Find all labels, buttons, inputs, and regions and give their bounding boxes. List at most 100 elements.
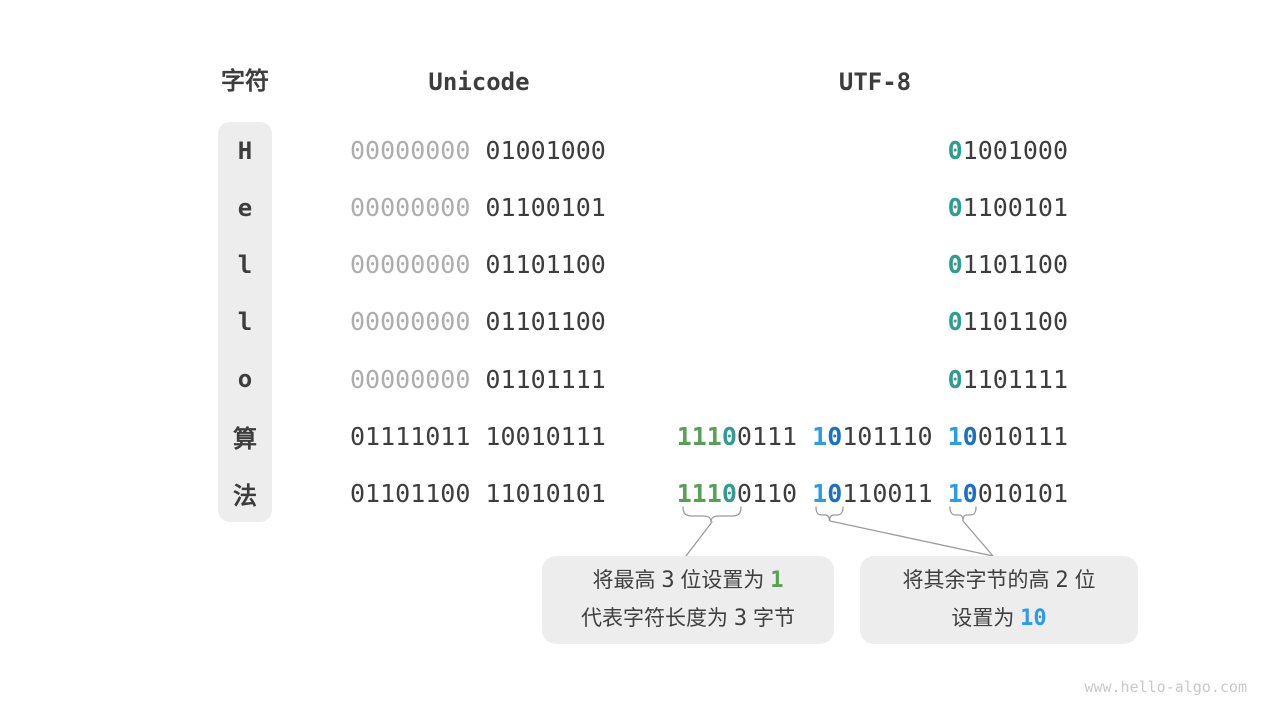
bit-segment: 0 — [947, 136, 963, 166]
bit-segment: 1101100 — [962, 250, 1068, 280]
bit-segment: 0 — [827, 421, 843, 451]
character-label: l — [237, 250, 253, 279]
character-label: H — [237, 136, 253, 165]
character-label: l — [237, 307, 253, 336]
binary-row: 01101100 — [948, 236, 1068, 293]
bit-segment: 1001000 — [962, 136, 1068, 166]
byte: 00000000 — [350, 193, 470, 222]
callout-continuation-bits: 将其余字节的高 2 位设置为 10 — [860, 556, 1138, 644]
bit-segment: 01100101 — [485, 193, 606, 223]
byte: 01101100 — [350, 479, 470, 508]
binary-row: 00000000 01101100 — [350, 236, 606, 293]
byte: 00000000 — [350, 307, 470, 336]
byte: 01101111 — [485, 365, 605, 394]
bit-segment: 位设置为 — [674, 568, 771, 592]
bit-segment: 2 — [1055, 567, 1069, 593]
bit-segment: 0 — [827, 478, 843, 508]
bit-segment: 010101 — [977, 478, 1068, 508]
connector-line-right — [962, 520, 994, 557]
binary-row: 01101111 — [948, 351, 1068, 408]
binary-row: 01100101 — [948, 179, 1068, 236]
binary-row: 01111011 10010111 — [350, 408, 606, 465]
bit-segment: 110011 — [842, 478, 933, 508]
bit-segment: 1100101 — [962, 193, 1068, 223]
byte: 11010101 — [485, 479, 605, 508]
bit-segment: 11010101 — [485, 478, 606, 508]
byte: 00000000 — [350, 136, 470, 165]
bit-segment: 00000000 — [350, 307, 471, 337]
bit-segment: 10010111 — [485, 421, 606, 451]
bit-segment: 01101100 — [485, 307, 606, 337]
bit-segment: 1 — [947, 421, 963, 451]
bit-segment: 0 — [947, 193, 963, 223]
bit-segment: 字节 — [747, 606, 795, 630]
bit-segment: 111 — [676, 478, 722, 508]
bit-segment: 将最高 — [592, 568, 662, 592]
character-label: o — [237, 365, 253, 394]
bit-segment: 0111 — [736, 421, 798, 451]
byte: 01111011 — [350, 422, 470, 451]
bit-segment: 设置为 — [951, 606, 1021, 630]
bit-segment: 0 — [962, 421, 978, 451]
byte: 01101111 — [948, 365, 1068, 394]
bit-segment: 01101100 — [350, 478, 471, 508]
binary-row: 00000000 01101111 — [350, 351, 606, 408]
bit-segment: 位 — [1068, 568, 1096, 592]
byte: 01001000 — [485, 136, 605, 165]
bit-segment: 01101111 — [485, 364, 606, 394]
byte: 10010101 — [948, 479, 1068, 508]
bit-segment: 1101100 — [962, 307, 1068, 337]
byte: 00000000 — [350, 250, 470, 279]
byte: 10101110 — [812, 422, 932, 451]
bit-segment: 3 — [733, 605, 748, 631]
bit-segment: 00000000 — [350, 364, 471, 394]
binary-row: 01101100 11010101 — [350, 465, 606, 522]
bit-segment: 00000000 — [350, 136, 471, 166]
byte: 00000000 — [350, 365, 470, 394]
bit-segment: 1 — [812, 478, 828, 508]
byte: 10010111 — [485, 422, 605, 451]
byte: 01101100 — [948, 250, 1068, 279]
bit-segment: 代表字符长度为 — [581, 606, 734, 630]
bit-segment: 00000000 — [350, 193, 471, 223]
bit-segment: 01111011 — [350, 421, 471, 451]
binary-row: 00000000 01101100 — [350, 293, 606, 350]
byte: 01001000 — [948, 136, 1068, 165]
binary-row: 00000000 01001000 — [350, 122, 606, 179]
column-header-utf8: UTF-8 — [838, 68, 912, 96]
bit-segment: 010111 — [977, 421, 1068, 451]
bit-segment: 111 — [676, 421, 722, 451]
connector-line-left — [685, 521, 713, 557]
bit-segment: 1 — [947, 478, 963, 508]
callout-text-line: 代表字符长度为 3 字节 — [581, 606, 795, 632]
bit-segment: 0 — [947, 250, 963, 280]
byte: 01101100 — [485, 250, 605, 279]
watermark: www.hello-algo.com — [1084, 678, 1247, 696]
character-label: 法 — [233, 481, 257, 510]
bit-segment: 0 — [947, 307, 963, 337]
character-label: e — [237, 193, 253, 222]
byte: 10110011 — [812, 479, 932, 508]
bit-segment: 00000000 — [350, 250, 471, 280]
callout-text-line: 将最高 3 位设置为 1 — [592, 568, 783, 594]
bit-segment: 1 — [812, 421, 828, 451]
callout-text-line: 将其余字节的高 2 位 — [903, 568, 1096, 594]
byte: 11100111 — [677, 422, 797, 451]
byte: 10010111 — [948, 422, 1068, 451]
bit-segment: 0110 — [736, 478, 798, 508]
binary-row: 00000000 01100101 — [350, 179, 606, 236]
bit-segment: 0 — [721, 421, 737, 451]
byte: 01101100 — [485, 307, 605, 336]
bit-segment: 将其余字节的高 — [902, 568, 1056, 592]
bit-segment: 0 — [721, 478, 737, 508]
callout-leading-bits: 将最高 3 位设置为 1 代表字符长度为 3 字节 — [542, 556, 834, 644]
byte: 01101100 — [948, 307, 1068, 336]
byte: 01100101 — [485, 193, 605, 222]
bit-segment: 01001000 — [485, 136, 606, 166]
